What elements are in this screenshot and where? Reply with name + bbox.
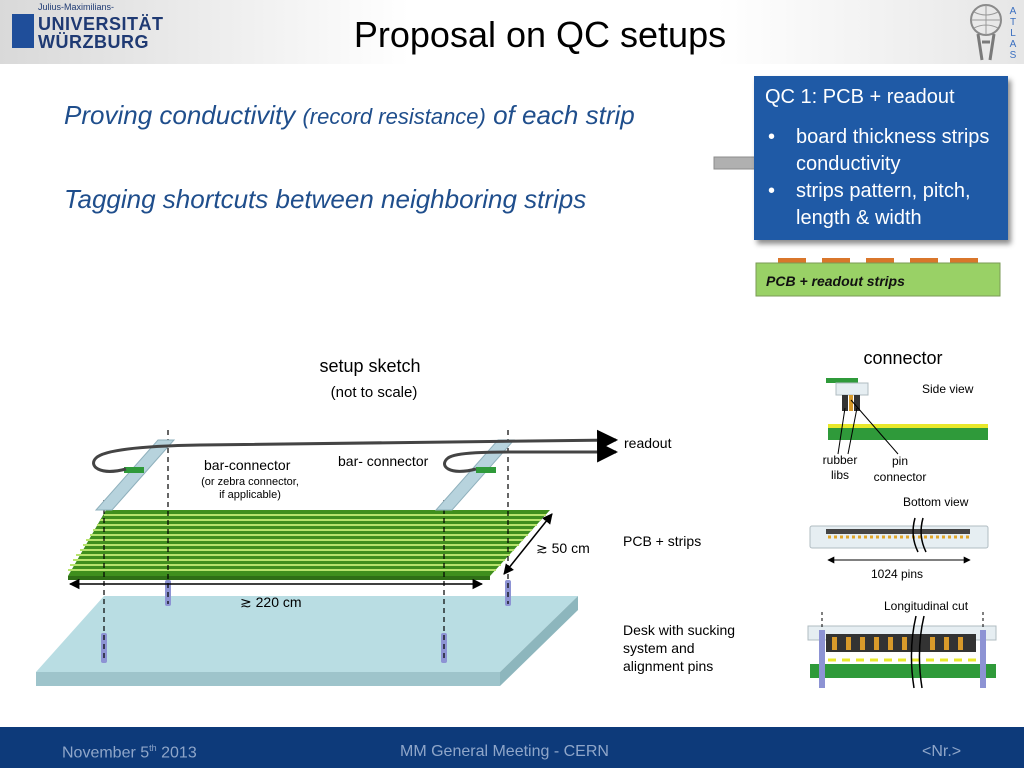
qc-info-box: QC 1: PCB + readout board thickness stri… — [754, 76, 1008, 240]
logo-line-2: WÜRZBURG — [38, 32, 149, 52]
width-dimension — [503, 513, 553, 575]
qc-bullet: board thickness strips conductivity — [764, 124, 1016, 178]
page-title: Proposal on QC setups — [353, 14, 727, 55]
bar-connector-right-label: bar- connector — [338, 453, 429, 469]
atlas-letter: S — [1010, 50, 1017, 61]
qc-list: board thickness strips conductivity stri… — [764, 124, 1016, 232]
qc-heading: QC 1: PCB + readout — [765, 86, 955, 108]
desk-label: alignment pins — [623, 658, 713, 674]
qc-bullet: strips pattern, pitch, length & width — [764, 178, 1016, 232]
rubber-label: rubber — [823, 453, 858, 467]
atlas-letter: L — [1010, 28, 1016, 39]
connector-longitudinal-cut — [807, 612, 997, 689]
side-view-label: Side view — [922, 382, 974, 396]
atlas-letter: T — [1010, 17, 1016, 28]
length-label: ≳ 220 cm — [240, 594, 302, 610]
readout-cable — [443, 441, 619, 473]
pin-label: connector — [874, 470, 927, 484]
atlas-letter: A — [1010, 39, 1017, 50]
width-label: ≳ 50 cm — [536, 540, 590, 556]
sketch-subtitle: (not to scale) — [331, 384, 418, 401]
pcb-board — [68, 510, 550, 580]
header: Julius-Maximilians- UNIVERSITÄT WÜRZBURG… — [0, 0, 1024, 64]
connector-title: connector — [863, 348, 942, 368]
subtitle-part: of each strip — [493, 100, 635, 130]
subtitle-shortcuts: Tagging shortcuts between neighboring st… — [64, 184, 587, 214]
readout-label: readout — [624, 435, 672, 451]
pin-label: pin — [892, 454, 908, 468]
atlas-letter: A — [1010, 6, 1017, 17]
subtitle-conductivity: Proving conductivity (record resistance)… — [64, 100, 635, 131]
footer-date-text: November 5 — [62, 744, 150, 762]
guide-lines — [103, 430, 509, 660]
subtitle-part: (record resistance) — [302, 104, 486, 129]
desk-label: system and — [623, 640, 695, 656]
logo-bar — [12, 14, 34, 48]
rubber-label: libs — [831, 468, 849, 482]
desk — [36, 596, 578, 686]
footer-date-year: 2013 — [156, 744, 197, 762]
university-logo: Julius-Maximilians- UNIVERSITÄT WÜRZBURG — [12, 2, 163, 58]
longitudinal-cut-label: Longitudinal cut — [884, 599, 969, 613]
footer-page-number: <Nr.> — [922, 743, 962, 760]
pcb-strips-label: PCB + strips — [623, 533, 701, 549]
pins-count-label: 1024 pins — [871, 567, 923, 581]
pcb-readout-label: PCB + readout strips — [766, 273, 905, 289]
pcb-readout-icon: PCB + readout strips — [755, 258, 1001, 297]
bottom-view-label: Bottom view — [903, 495, 969, 509]
bar-connector-note: (or zebra connector, — [201, 476, 299, 488]
footer: November 5th 2013 MM General Meeting - C… — [0, 727, 1024, 768]
bar-connector-left — [94, 439, 176, 511]
logo-small-text: Julius-Maximilians- — [38, 2, 115, 12]
logo-line-1: UNIVERSITÄT — [38, 14, 164, 34]
bar-connector-right — [434, 439, 516, 511]
footer-date: November 5th 2013 — [62, 743, 197, 762]
desk-label: Desk with sucking — [623, 622, 735, 638]
atlas-logo: A T L A S — [970, 4, 1017, 61]
readout-cable — [92, 429, 619, 473]
sketch-title: setup sketch — [319, 356, 420, 376]
footer-meeting: MM General Meeting - CERN — [400, 743, 609, 760]
footer-date-sup: th — [149, 743, 157, 753]
connector-side-view — [826, 378, 988, 455]
connector-bottom-view — [809, 517, 989, 564]
bar-connector-left-label: bar-connector — [204, 457, 291, 473]
subtitle-part: Proving conductivity — [64, 100, 296, 130]
bar-connector-note: if applicable) — [219, 489, 281, 501]
